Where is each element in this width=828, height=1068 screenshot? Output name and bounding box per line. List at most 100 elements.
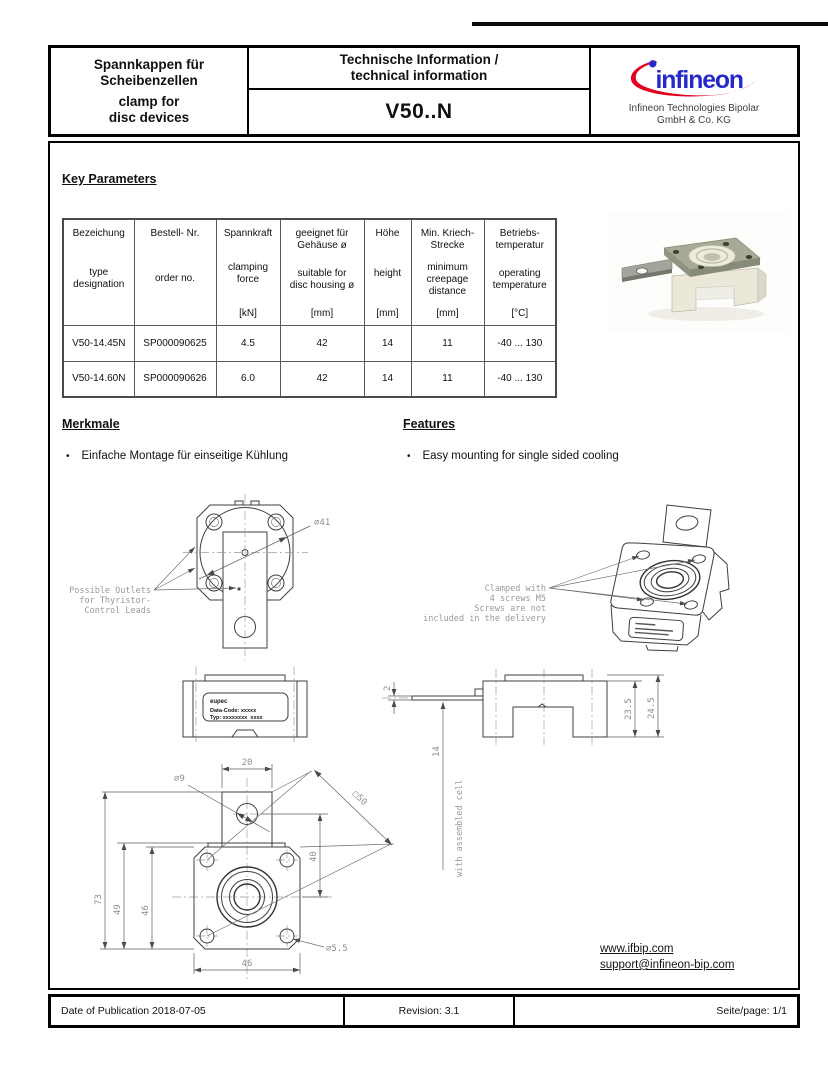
dim-dome-diameter: ∅41: [314, 518, 330, 528]
annotation-clamped-line4: included in the delivery: [423, 614, 546, 624]
clamp-body: [671, 267, 767, 313]
contact-links: www.ifbip.com support@infineon-bip.com: [600, 941, 734, 973]
col-header-height: Höhe height [mm]: [363, 218, 412, 326]
email-link[interactable]: support@infineon-bip.com: [600, 959, 735, 971]
col-header-housing-diameter: geeignet für Gehäuse ø suitable for disc…: [279, 218, 365, 326]
dim-tab-hole: ∅9: [174, 774, 185, 784]
bottom-view-outline: [172, 778, 332, 982]
dim-height-46: 46: [141, 905, 151, 916]
clamp-top-plate: [663, 237, 761, 277]
dim-lead-thickness: 2: [383, 686, 393, 691]
label-datacode: Data-Code: xxxxx: [210, 708, 257, 714]
side-view-dimensions: 2 23.5 24.5 14 with assembled cell: [383, 674, 664, 877]
drawing-iso-view: Clamped with 4 screws M5 Screws are not …: [423, 504, 730, 652]
dim-height-overall: 24.5: [647, 697, 657, 719]
key-parameters-heading: Key Parameters: [62, 172, 157, 186]
front-view-outline: [182, 666, 308, 742]
table-cell: -40 ... 130: [483, 324, 557, 362]
dim-overall-height: 73: [94, 894, 104, 905]
doc-type-line1: Technische Information /: [339, 52, 499, 67]
table-cell: 42: [279, 360, 365, 398]
company-name-line1: Infineon Technologies Bipolar: [628, 102, 760, 114]
table-header-row: Bezeichung type designation Bestell- Nr.…: [62, 218, 557, 326]
col-header-temperature: Betriebs- temperatur operating temperatu…: [483, 218, 557, 326]
doc-type-line2: technical information: [350, 68, 488, 83]
doc-type-title: Technische Information / technical infor…: [249, 48, 589, 90]
note-assembled-cell: with assembled cell: [455, 780, 465, 877]
brand-cell: infineon Infineon Technologies Bipolar G…: [591, 48, 797, 134]
bullet-icon: •: [407, 451, 411, 462]
screw-hole: [672, 250, 680, 254]
features-heading: Features: [403, 417, 456, 431]
bottom-view-dimensions: 73 49 46 20 ∅9 □50 40: [94, 758, 395, 974]
doc-type-cell: Technische Information / technical infor…: [249, 48, 591, 134]
product-title-cell: Spannkappen für Scheibenzellen clamp for…: [51, 48, 249, 134]
top-view-dimension-41: ∅41: [198, 518, 330, 580]
side-view-outline: [382, 669, 608, 745]
label-brand: eupec: [210, 699, 228, 705]
table-cell: 14: [363, 360, 412, 398]
annotation-clamped-line1: Clamped with: [485, 584, 546, 594]
product-title-en-line1: clamp for: [118, 93, 180, 109]
col-header-creepage: Min. Kriech- Strecke minimum creepage di…: [410, 218, 485, 326]
table-cell: 6.0: [215, 360, 281, 398]
table-cell: 11: [410, 360, 485, 398]
dim-cell-height: 14: [432, 746, 442, 757]
footer-revision: Revision: 3.1: [345, 997, 515, 1025]
drawing-bottom-view: 73 49 46 20 ∅9 □50 40: [94, 758, 395, 982]
document-footer: Date of Publication 2018-07-05 Revision:…: [48, 994, 800, 1028]
table-cell: -40 ... 130: [483, 360, 557, 398]
top-view-outline: [183, 494, 308, 660]
footer-page: Seite/page: 1/1: [716, 1005, 787, 1017]
logo-wordmark: infineon: [656, 67, 743, 94]
merkmale-item: • Einfache Montage für einseitige Kühlun…: [66, 450, 288, 462]
logo-i-dot: [649, 59, 657, 67]
main-content-frame: [48, 141, 800, 990]
annotation-clamped-line2: 4 screws M5: [490, 594, 546, 604]
infineon-logo: infineon: [630, 59, 757, 96]
merkmale-heading: Merkmale: [62, 417, 120, 431]
dim-height-49: 49: [113, 904, 123, 915]
table-row: V50-14.60N SP000090626 6.0 42 14 11 -40 …: [62, 360, 557, 398]
table-cell: 4.5: [215, 324, 281, 362]
document-header: Spannkappen für Scheibenzellen clamp for…: [48, 45, 800, 137]
screw-hole: [697, 265, 705, 269]
table-cell: 14: [363, 324, 412, 362]
product-title-de-line1: Spannkappen für: [93, 56, 205, 72]
dim-width: 46: [242, 959, 253, 969]
bullet-icon: •: [66, 451, 70, 462]
table-cell: SP000090626: [133, 360, 217, 398]
screw-hole: [745, 255, 753, 259]
part-number: V50..N: [385, 100, 453, 123]
table-cell: V50-14.60N: [62, 360, 135, 398]
screw-hole: [722, 242, 730, 246]
dim-height-top: 23.5: [624, 698, 634, 720]
table-cell: 11: [410, 324, 485, 362]
website-link[interactable]: www.ifbip.com: [600, 943, 674, 955]
photo-shadow: [648, 307, 764, 321]
annotation-clamped-line3: Screws are not: [474, 604, 546, 614]
col-header-designation: Bezeichung type designation: [62, 218, 135, 326]
annotation-outlets-line3: Control Leads: [84, 606, 151, 616]
iso-label-plate: [628, 616, 684, 642]
iso-view-outline: [610, 504, 730, 652]
drawing-side-view: 2 23.5 24.5 14 with assembled cell: [382, 669, 664, 877]
col-header-clamping-force: Spannkraft clamping force [kN]: [215, 218, 281, 326]
front-view-label: eupec Data-Code: xxxxx Typ: xxxxxxxx xxx…: [210, 699, 263, 721]
label-typ: Typ: xxxxxxxx xxxx: [210, 715, 263, 721]
annotation-outlets-line1: Possible Outlets: [69, 586, 151, 596]
product-photo-render: [621, 237, 767, 321]
drawing-top-view: ∅41 Possible Outlets for Thyristor- Cont…: [69, 494, 330, 660]
footer-date: Date of Publication 2018-07-05: [51, 997, 345, 1025]
drawing-front-view: eupec Data-Code: xxxxx Typ: xxxxxxxx xxx…: [182, 666, 308, 742]
product-photo: [606, 212, 790, 332]
table-row: V50-14.45N SP000090625 4.5 42 14 11 -40 …: [62, 324, 557, 362]
product-title-de-line2: Scheibenzellen: [100, 72, 198, 88]
clamp-tab: [621, 258, 673, 282]
dim-hole-offset: 40: [309, 851, 319, 862]
table-cell: SP000090625: [133, 324, 217, 362]
product-title-en-line2: disc devices: [108, 109, 190, 125]
col-header-order-no: Bestell- Nr. order no.: [133, 218, 217, 326]
company-name-line2: GmbH & Co. KG: [657, 114, 731, 126]
